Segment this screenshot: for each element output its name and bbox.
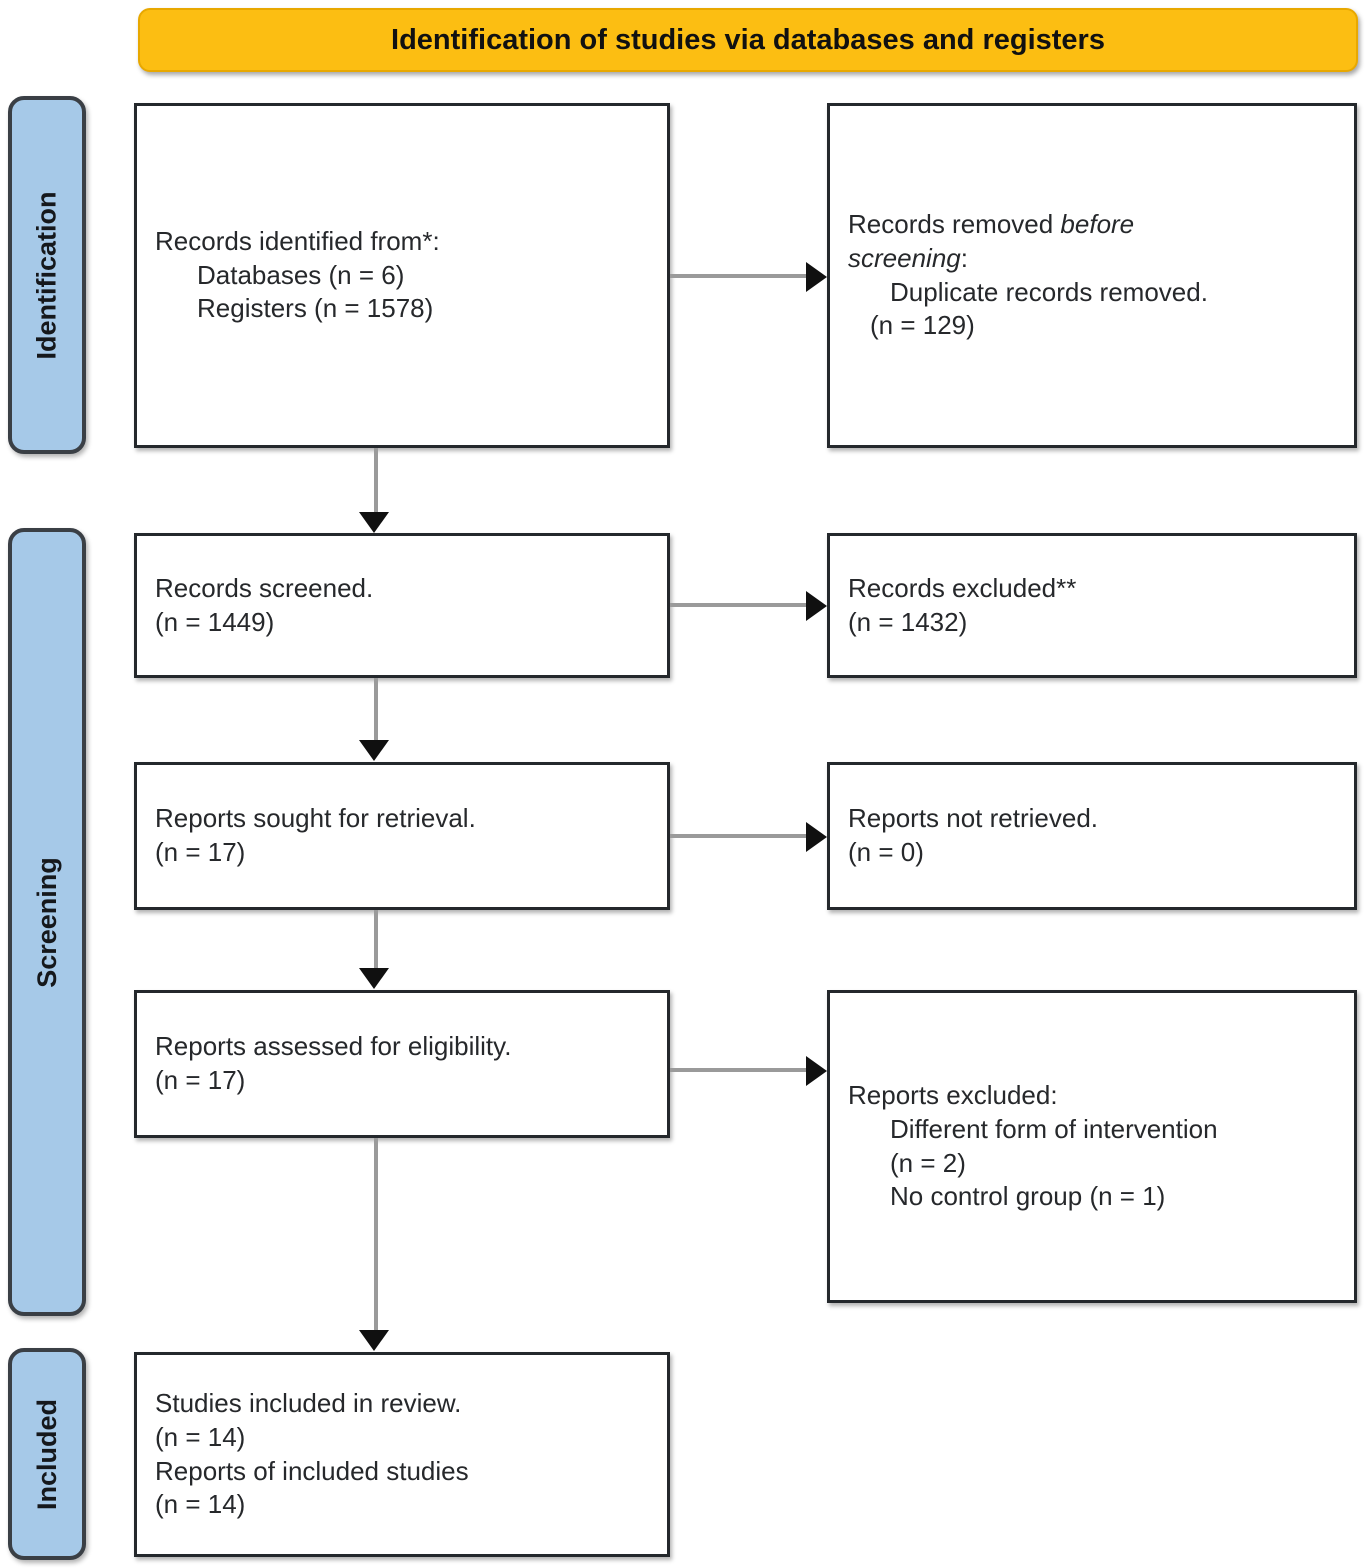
records-identified-line-3: Registers (n = 1578) [197, 293, 434, 324]
records-identified-line-2: Databases (n = 6) [197, 259, 405, 290]
reports-sought-line-1: Reports sought for retrieval. [155, 803, 476, 834]
stage-screening: Screening [8, 528, 86, 1316]
reports-excluded-line-2: Different form of intervention [890, 1113, 1218, 1144]
connector-identified-to-removed-arrow [806, 262, 827, 292]
studies-included-line-3: Reports of included studies [155, 1455, 469, 1486]
reports-not-retrieved-line-2: (n = 0) [848, 837, 924, 867]
connector-screened-to-excluded-line [670, 603, 810, 607]
records-removed-line-4: (n = 129) [870, 310, 975, 341]
connector-screened-to-sought-line [374, 678, 378, 742]
stage-identification-label: Identification [31, 191, 62, 359]
connector-identified-to-screened-line [374, 448, 378, 518]
records-removed-italic-before: before [1060, 208, 1135, 239]
box-reports-assessed: Reports assessed for eligibility. (n = 1… [134, 990, 670, 1138]
records-removed-prefix: Records removed [848, 208, 1061, 239]
connector-identified-to-screened-arrow [359, 512, 389, 533]
records-identified-line-1: Records identified from*: [155, 225, 440, 256]
studies-included-line-2: (n = 14) [155, 1421, 246, 1452]
connector-screened-to-sought-arrow [359, 740, 389, 761]
reports-assessed-line-1: Reports assessed for eligibility. [155, 1031, 512, 1062]
box-records-excluded: Records excluded** (n = 1432) [827, 533, 1357, 678]
connector-sought-to-assessed-arrow [359, 968, 389, 989]
reports-excluded-line-4: No control group (n = 1) [890, 1181, 1166, 1212]
records-removed-line-3: Duplicate records removed. [890, 276, 1208, 307]
reports-excluded-line-3: (n = 2) [890, 1147, 966, 1178]
banner-title: Identification of studies via databases … [391, 23, 1105, 56]
records-removed-line-1: Records removed before [848, 208, 1336, 242]
reports-sought-line-2: (n = 17) [155, 837, 246, 867]
header-banner: Identification of studies via databases … [138, 8, 1358, 72]
stage-included-label: Included [31, 1398, 62, 1510]
records-screened-line-2: (n = 1449) [155, 606, 275, 637]
box-records-screened: Records screened. (n = 1449) [134, 533, 670, 678]
records-excluded-line-1: Records excluded** [848, 572, 1077, 603]
stage-included: Included [8, 1348, 86, 1560]
connector-screened-to-excluded-arrow [806, 591, 827, 621]
box-records-removed: Records removed before screening: Duplic… [827, 103, 1357, 448]
box-records-identified: Records identified from*: Databases (n =… [134, 103, 670, 448]
records-removed-italic-screening: screening [848, 242, 961, 273]
reports-not-retrieved-line-1: Reports not retrieved. [848, 803, 1099, 834]
box-studies-included: Studies included in review. (n = 14) Rep… [134, 1352, 670, 1557]
connector-assessed-to-included-arrow [359, 1330, 389, 1351]
records-removed-line-2: screening: [848, 242, 1336, 276]
studies-included-line-1: Studies included in review. [155, 1387, 462, 1418]
connector-sought-to-not-retrieved-line [670, 834, 810, 838]
connector-assessed-to-included-line [374, 1138, 378, 1334]
stage-screening-label: Screening [31, 856, 62, 988]
connector-identified-to-removed-line [670, 274, 810, 278]
records-screened-line-1: Records screened. [155, 572, 374, 603]
box-reports-excluded: Reports excluded: Different form of inte… [827, 990, 1357, 1303]
stage-identification: Identification [8, 96, 86, 454]
connector-assessed-to-reports-excluded-arrow [806, 1056, 827, 1086]
connector-sought-to-not-retrieved-arrow [806, 822, 827, 852]
box-reports-not-retrieved: Reports not retrieved. (n = 0) [827, 762, 1357, 910]
studies-included-line-4: (n = 14) [155, 1489, 246, 1520]
records-excluded-line-2: (n = 1432) [848, 606, 968, 637]
reports-excluded-line-1: Reports excluded: [848, 1079, 1058, 1110]
connector-assessed-to-reports-excluded-line [670, 1068, 810, 1072]
box-reports-sought: Reports sought for retrieval. (n = 17) [134, 762, 670, 910]
records-removed-colon: : [960, 242, 968, 273]
connector-sought-to-assessed-line [374, 910, 378, 972]
reports-assessed-line-2: (n = 17) [155, 1065, 246, 1095]
